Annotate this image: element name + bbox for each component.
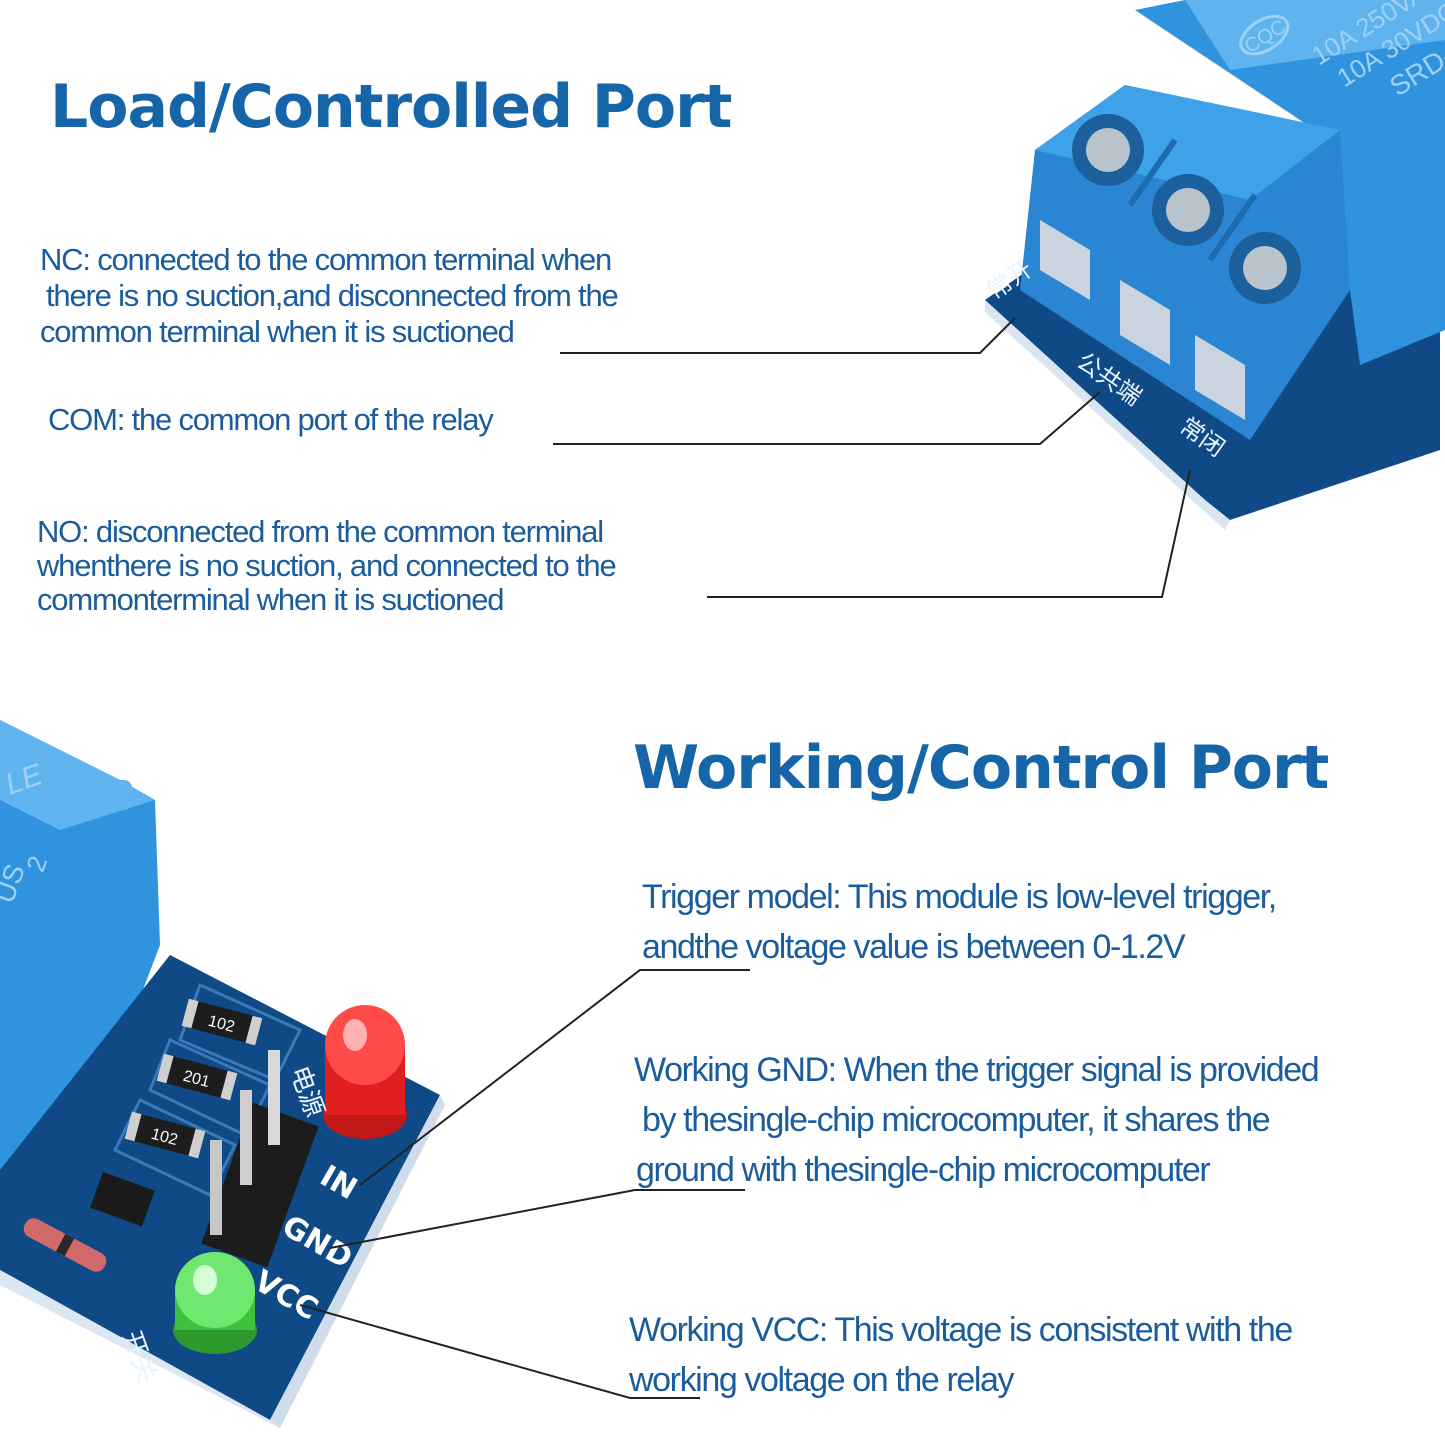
control-section-title: Working/Control Port [633,733,1329,803]
vcc-line-1: Working VCC: This voltage is consistent … [629,1311,1293,1349]
status-led [173,1252,257,1354]
vcc-leader-line [299,1304,700,1399]
power-led [323,1005,407,1139]
no-description: NO: disconnected from the common termina… [37,514,617,617]
trigger-line-2: andthe voltage value is between 0-1.2V [642,928,1186,966]
pcb-edge-top [985,300,1230,530]
nc-line-3: common terminal when it is suctioned [40,314,515,349]
com-description: COM: the common port of the relay [48,402,494,438]
screw-terminals [1072,114,1301,304]
no-leader-line [707,469,1191,598]
trigger-description: Trigger model: This module is low-level … [642,872,1277,972]
gnd-leader-line [329,1189,745,1249]
relay-body-top [1135,0,1445,365]
diode [23,1218,107,1272]
nc-description: NC: connected to the common terminal whe… [40,242,619,350]
com-line-1: COM: the common port of the relay [48,402,494,437]
nc-line-2: there is no suction,and disconnected fro… [46,278,619,313]
no-line-1: NO: disconnected from the common termina… [37,514,604,549]
trigger-line-1: Trigger model: This module is low-level … [642,878,1277,916]
nc-line-1: NC: connected to the common terminal whe… [40,242,612,277]
vcc-description: Working VCC: This voltage is consistent … [629,1305,1293,1405]
load-section-title: Load/Controlled Port [50,72,732,142]
no-line-3: commonterminal when it is suctioned [37,582,504,617]
smd-resistors: 102 201 102 [124,998,263,1159]
com-leader-line [553,391,1101,445]
wire-openings [1040,220,1245,420]
header-pins [201,1050,319,1268]
gnd-line-3: ground with thesingle-chip microcomputer [636,1151,1211,1189]
no-line-2: whenthere is no suction, and connected t… [37,548,617,583]
resistor-code-1: 102 [206,1013,236,1036]
vcc-line-2: working voltage on the relay [629,1361,1015,1399]
relay-body-bottom [0,720,160,1180]
resistor-code-2: 201 [181,1068,211,1091]
nc-leader-line [560,317,1016,354]
gnd-line-1: Working GND: When the trigger signal is … [634,1051,1320,1089]
trigger-leader-line [359,969,750,1186]
gnd-line-2: by thesingle-chip microcomputer, it shar… [642,1101,1271,1139]
transistor [90,1171,155,1227]
resistor-code-3: 102 [149,1126,179,1149]
gnd-description: Working GND: When the trigger signal is … [634,1045,1320,1195]
